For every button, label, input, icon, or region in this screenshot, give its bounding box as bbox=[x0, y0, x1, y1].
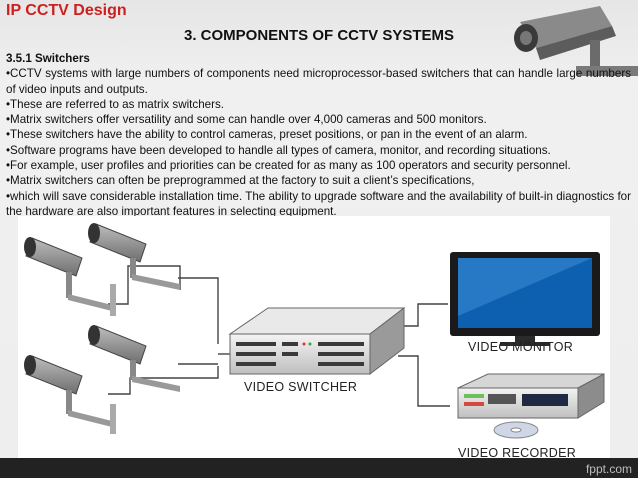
monitor-label: VIDEO MONITOR bbox=[468, 340, 574, 354]
camera-4-icon bbox=[24, 355, 116, 434]
cable-2 bbox=[178, 277, 219, 344]
subheading: 3.5.1 Switchers bbox=[6, 52, 90, 65]
bullet-4: •These switchers have the ability to con… bbox=[6, 128, 528, 142]
bullet-3: •Matrix switchers offer versatility and … bbox=[6, 113, 487, 127]
cable-1 bbox=[108, 265, 181, 305]
cable-recorder bbox=[398, 355, 450, 407]
header-camera-icon bbox=[514, 6, 638, 76]
camera-1-icon bbox=[24, 237, 116, 316]
recorder-label: VIDEO RECORDER bbox=[458, 446, 577, 460]
camera-3-icon bbox=[88, 325, 180, 392]
cable-monitor bbox=[398, 303, 448, 327]
video-switcher-icon bbox=[228, 306, 406, 376]
video-recorder-icon bbox=[457, 373, 605, 439]
cable-3 bbox=[108, 366, 219, 395]
bullet-1: •CCTV systems with large numbers of comp… bbox=[6, 67, 631, 96]
bullet-6: •For example, user profiles and prioriti… bbox=[6, 159, 571, 173]
diagram-graphics bbox=[24, 223, 605, 439]
bullet-5: •Software programs have been developed t… bbox=[6, 143, 551, 157]
brand-text: fppt.com bbox=[585, 462, 632, 476]
footer-bar bbox=[0, 458, 638, 478]
video-monitor-icon bbox=[450, 252, 600, 346]
content-block: 3.5.1 Switchers •CCTV systems with large… bbox=[6, 51, 631, 219]
switcher-label: VIDEO SWITCHER bbox=[244, 380, 358, 394]
cctv-diagram: VIDEO SWITCHER VIDEO MONITOR VIDEO RECOR… bbox=[18, 216, 610, 462]
bullet-8: •which will save considerable installati… bbox=[6, 189, 631, 218]
bullet-2: •These are referred to as matrix switche… bbox=[6, 97, 224, 111]
camera-2-icon bbox=[88, 223, 180, 290]
logo-text: IP CCTV Design bbox=[6, 2, 127, 19]
slide-title: 3. COMPONENTS OF CCTV SYSTEMS bbox=[183, 27, 455, 44]
bullet-7: •Matrix switchers can often be preprogra… bbox=[6, 174, 475, 188]
